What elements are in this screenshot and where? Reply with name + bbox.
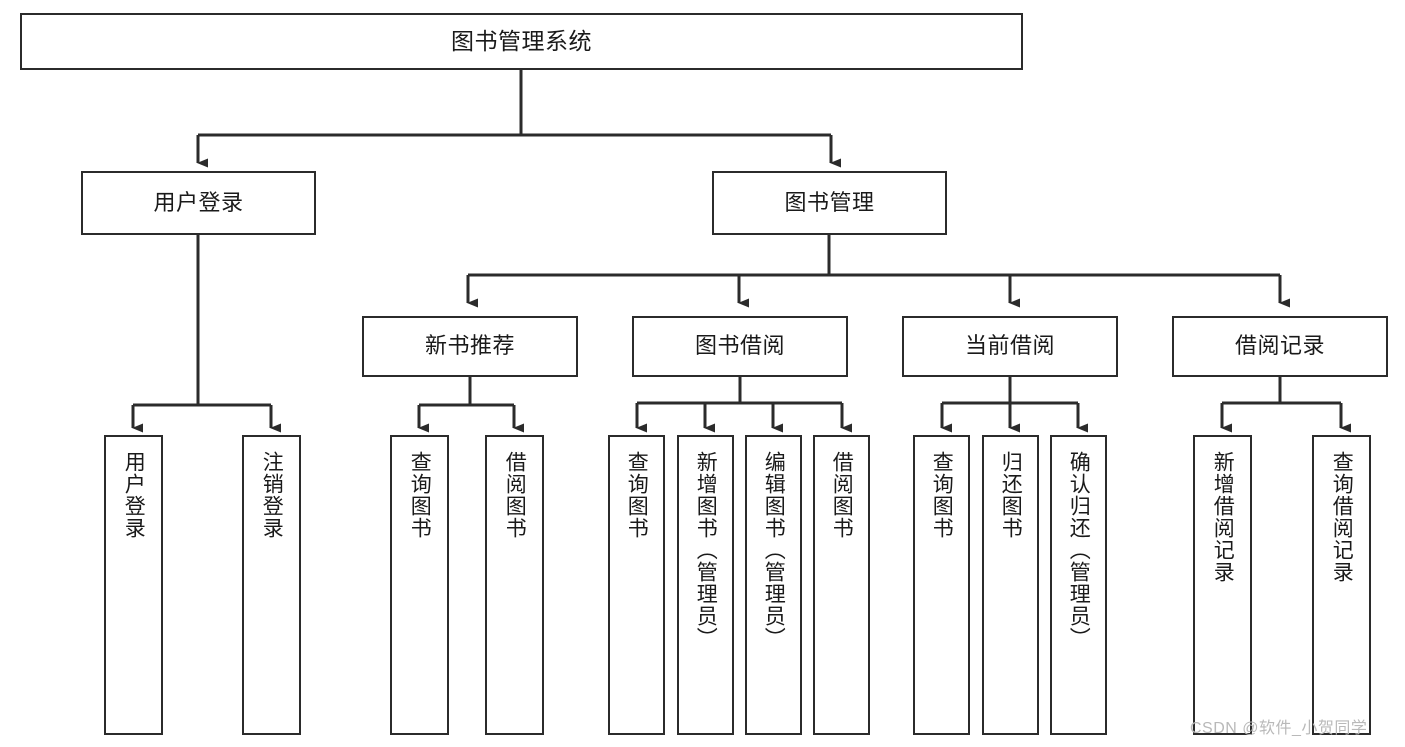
node-label: 新增借阅记录 (1211, 451, 1235, 583)
node-label: 注销登录 (260, 451, 284, 539)
leaf-borrow-book-recommend[interactable]: 借阅图书 (485, 435, 544, 735)
leaf-add-borrow-record[interactable]: 新增借阅记录 (1193, 435, 1252, 735)
node-current-borrow[interactable]: 当前借阅 (902, 316, 1118, 377)
node-book-management[interactable]: 图书管理 (712, 171, 947, 235)
leaf-query-book-recommend[interactable]: 查询图书 (390, 435, 449, 735)
node-label: 确认归还（管理员） (1067, 451, 1091, 649)
leaf-confirm-return[interactable]: 确认归还（管理员） (1050, 435, 1107, 735)
node-label: 用户登录 (122, 451, 146, 539)
node-label: 查询借阅记录 (1330, 451, 1354, 583)
node-label: 查询图书 (625, 451, 649, 539)
node-label: 图书管理 (784, 189, 875, 215)
leaf-logout-login[interactable]: 注销登录 (242, 435, 301, 735)
node-label: 当前借阅 (964, 333, 1055, 359)
node-root-system[interactable]: 图书管理系统 (20, 13, 1023, 70)
leaf-query-borrow-record[interactable]: 查询借阅记录 (1312, 435, 1371, 735)
node-label: 归还图书 (999, 451, 1023, 539)
leaf-query-book-borrow[interactable]: 查询图书 (608, 435, 665, 735)
leaf-edit-book[interactable]: 编辑图书（管理员） (745, 435, 802, 735)
node-user-login[interactable]: 用户登录 (81, 171, 316, 235)
node-label: 借阅记录 (1234, 333, 1325, 359)
node-label: 图书管理系统 (451, 27, 592, 54)
leaf-query-book-current[interactable]: 查询图书 (913, 435, 970, 735)
node-label: 编辑图书（管理员） (762, 451, 786, 649)
leaf-user-login[interactable]: 用户登录 (104, 435, 163, 735)
node-label: 图书借阅 (694, 333, 785, 359)
node-label: 借阅图书 (830, 451, 854, 539)
node-label: 新书推荐 (424, 333, 515, 359)
node-label: 查询图书 (408, 451, 432, 539)
leaf-add-book[interactable]: 新增图书（管理员） (677, 435, 734, 735)
node-book-borrow[interactable]: 图书借阅 (632, 316, 848, 377)
node-new-book-recommend[interactable]: 新书推荐 (362, 316, 578, 377)
csdn-watermark: CSDN @软件_小贺同学 (1190, 720, 1368, 737)
node-borrow-record[interactable]: 借阅记录 (1172, 316, 1388, 377)
node-label: 查询图书 (930, 451, 954, 539)
node-label: 借阅图书 (503, 451, 527, 539)
node-label: 用户登录 (153, 189, 244, 215)
leaf-borrow-book[interactable]: 借阅图书 (813, 435, 870, 735)
leaf-return-book[interactable]: 归还图书 (982, 435, 1039, 735)
node-label: 新增图书（管理员） (694, 451, 718, 649)
